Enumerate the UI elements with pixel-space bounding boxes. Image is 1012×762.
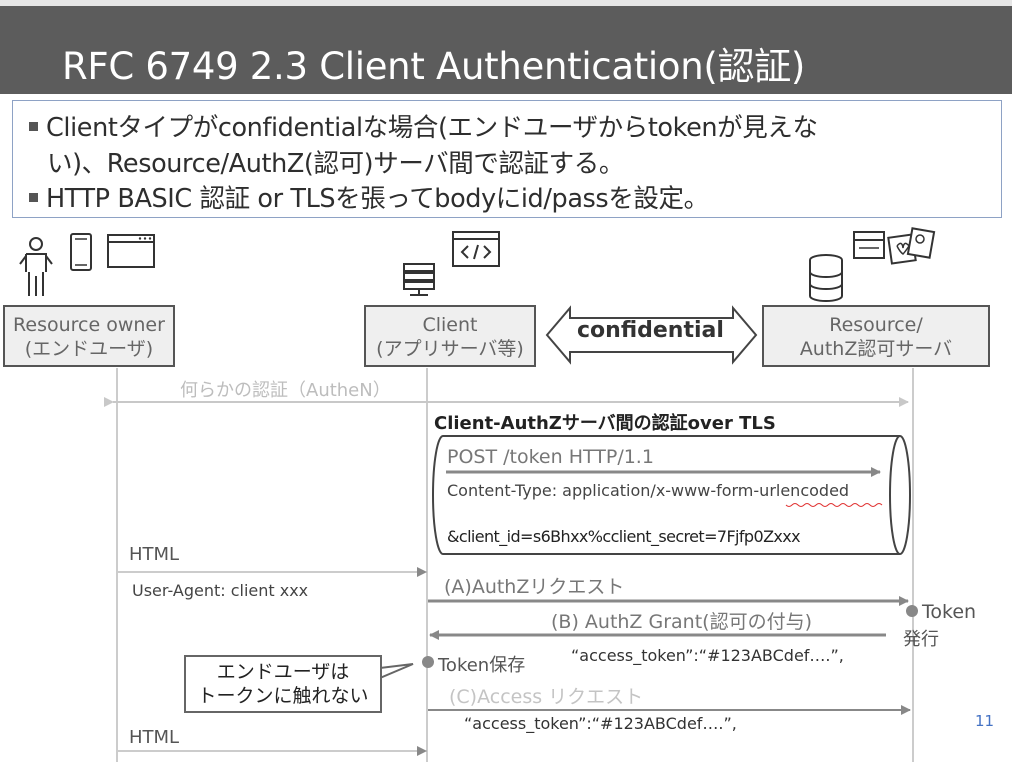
spellcheck-underline	[785, 503, 883, 507]
authz-request-label: (A)AuthZリクエスト	[444, 576, 625, 598]
bullet-square-icon	[29, 192, 38, 202]
post-line: POST /token HTTP/1.1	[447, 446, 654, 468]
access-token-label-2: “access_token”:“#123ABCdef….”,	[464, 714, 737, 733]
database-icon	[809, 254, 843, 302]
token-issue-label: Token	[922, 601, 977, 623]
access-request-label: (C)Access リクエスト	[449, 686, 644, 708]
token-issue-sublabel: 発行	[903, 629, 939, 650]
resource-owner-label: Resource owner	[13, 314, 165, 336]
tls-title: Client-AuthZサーバ間の認証over TLS	[434, 413, 776, 434]
client-label: Client	[422, 314, 478, 336]
content-type: Content-Type: application/x-www-form-url…	[447, 481, 849, 500]
client-sublabel: (アプリサーバ等)	[376, 338, 524, 360]
title-bar: RFC 6749 2.3 Client Authentication(認証)	[0, 0, 1012, 94]
callout-pointer	[379, 663, 414, 679]
html-label-2: HTML	[129, 727, 180, 748]
confidential-arrow	[545, 305, 758, 365]
browser-window-icon	[107, 234, 155, 268]
bullet-1-line-2: い)、Resource/AuthZ(認可)サーバ間で認証する。	[47, 149, 624, 179]
user-agent-label: User-Agent: client xxx	[132, 581, 309, 600]
person-icon	[19, 237, 53, 296]
resource-server-box: Resource/ AuthZ認可サーバ	[762, 305, 990, 367]
token-issue-dot	[906, 605, 918, 617]
bullet-1-line-1: Clientタイプがconfidentialな場合(エンドユーザからtokenが…	[46, 113, 818, 143]
resource-server-sublabel: AuthZ認可サーバ	[799, 338, 953, 360]
server-rack-icon	[403, 263, 435, 296]
access-token-label-1: “access_token”:“#123ABCdef….”,	[571, 646, 844, 665]
html-label-1: HTML	[129, 544, 180, 565]
slide-title: RFC 6749 2.3 Client Authentication(認証)	[62, 45, 806, 88]
bullet-1: Clientタイプがconfidentialな場合(エンドユーザからtokenが…	[29, 107, 818, 144]
callout-box: エンドユーザは トークンに触れない	[184, 655, 382, 713]
bullet-2-text: HTTP BASIC 認証 or TLSを張ってbodyにid/passを設定。	[46, 184, 709, 214]
bullet-box: Clientタイプがconfidentialな場合(エンドユーザからtokenが…	[12, 100, 1002, 218]
content-type-suffix: urlencoded	[759, 481, 850, 500]
resource-owner-sublabel: (エンドユーザ)	[24, 338, 154, 360]
authz-grant-label: (B) AuthZ Grant(認可の付与)	[551, 611, 812, 633]
content-type-prefix: Content-Type: application/x-www-form-	[447, 481, 760, 500]
code-window-icon	[452, 231, 500, 267]
tls-cylinder-back	[889, 435, 901, 555]
client-params: &client_id=s6Bhxx%cclient_secret=7Fjfp0Z…	[447, 527, 801, 546]
callout-line-1: エンドユーザは	[216, 661, 350, 683]
smartphone-icon	[70, 233, 92, 271]
resource-owner-box: Resource owner (エンドユーザ)	[3, 305, 175, 367]
media-icon	[853, 227, 936, 265]
callout-line-2: トークンに触れない	[197, 685, 369, 707]
authen-label: 何らかの認証（AutheN）	[180, 380, 391, 401]
token-save-label: Token保存	[438, 655, 526, 676]
bullet-2: HTTP BASIC 認証 or TLSを張ってbodyにid/passを設定。	[29, 178, 709, 215]
client-box: Client (アプリサーバ等)	[364, 305, 536, 367]
page-number: 11	[975, 712, 995, 730]
token-save-dot	[422, 656, 434, 668]
resource-server-label: Resource/	[829, 314, 923, 336]
confidential-label: confidential	[577, 318, 724, 343]
bullet-square-icon	[29, 121, 38, 131]
